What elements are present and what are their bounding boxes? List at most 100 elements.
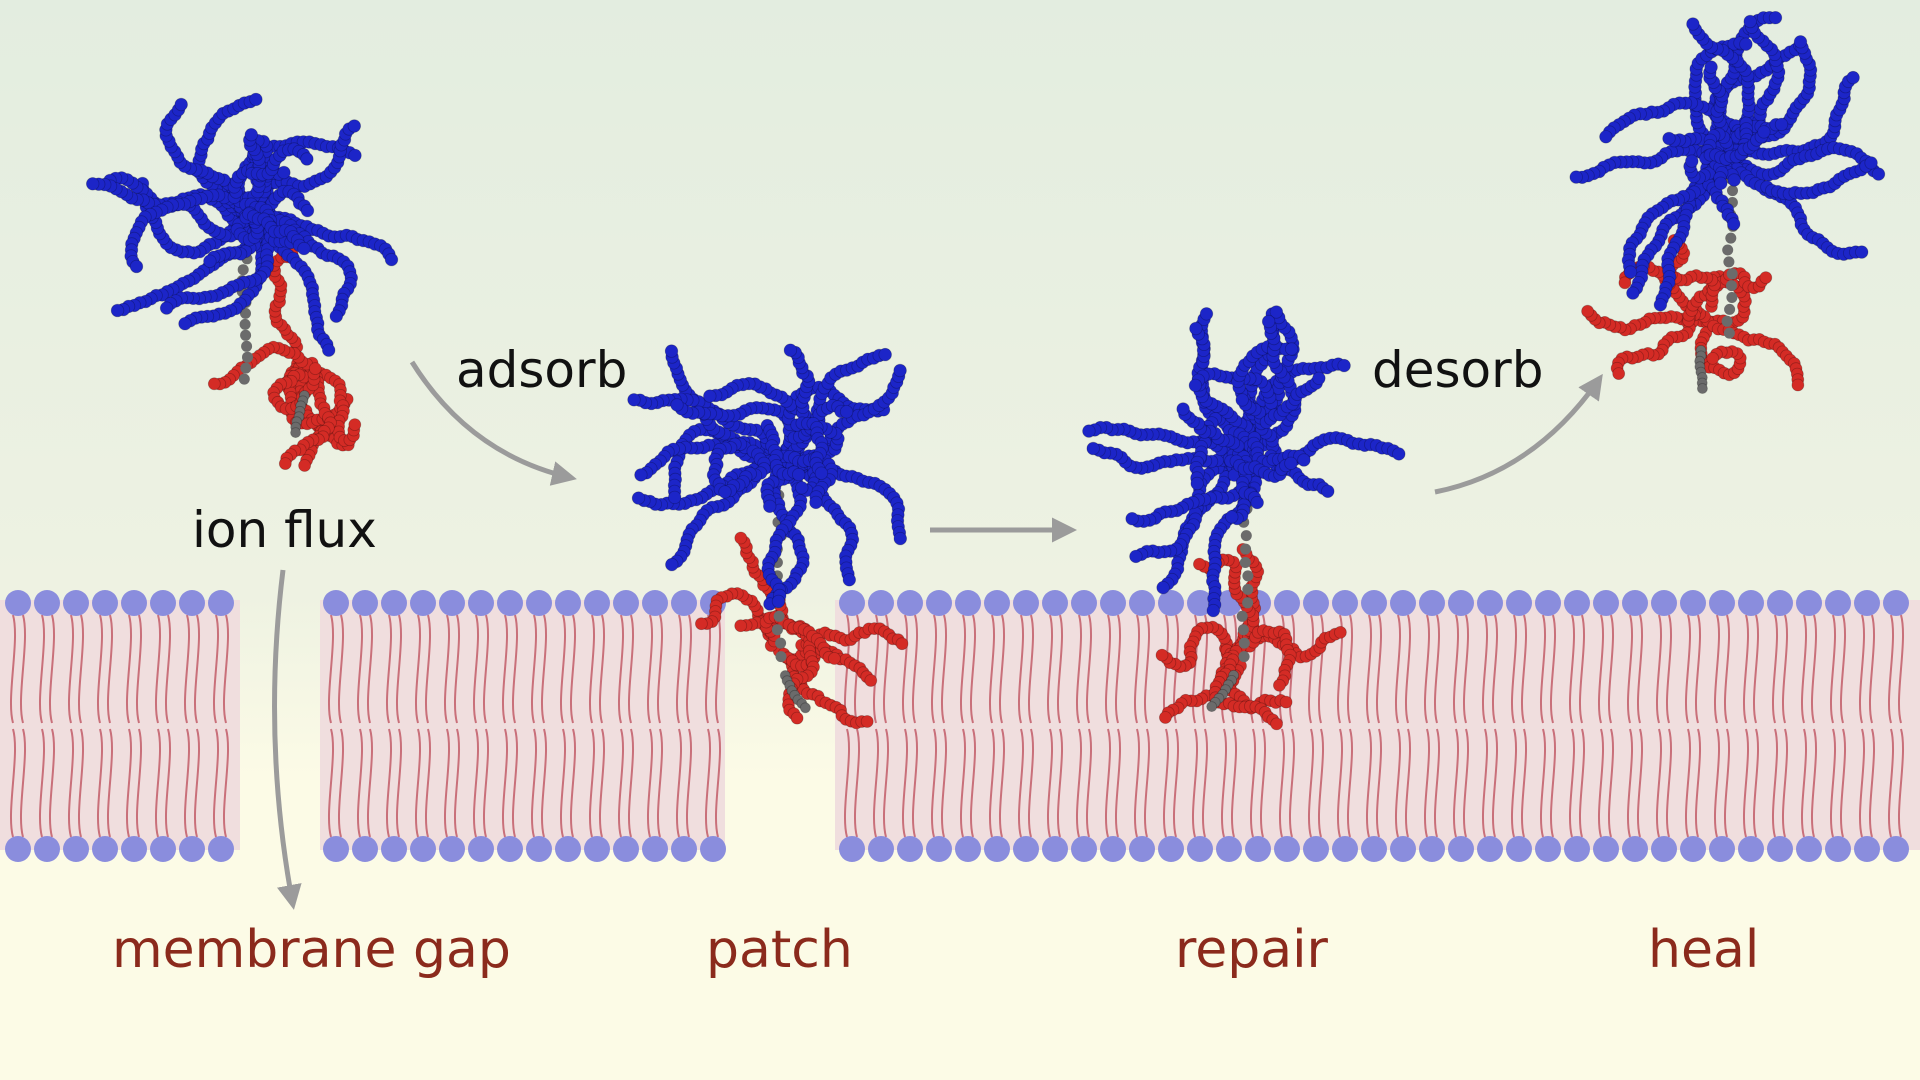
lipid-headgroup [1245, 836, 1271, 862]
lipid-tail [1192, 728, 1198, 838]
lipid-tail [1782, 614, 1788, 724]
lipid-tail [1173, 728, 1179, 838]
lipid-headgroup [1042, 590, 1068, 616]
lipid-tail [78, 614, 84, 724]
lipid-tail [1801, 728, 1807, 838]
lipid-headgroup [926, 836, 952, 862]
lipid-headgroup [121, 836, 147, 862]
lipid-tails [10, 614, 1904, 838]
polymer-molecule-repair [1082, 305, 1406, 731]
lipid-tail [1656, 728, 1662, 838]
lipid-headgroup [984, 836, 1010, 862]
lipid-headgroup [1187, 836, 1213, 862]
lipid-tail [570, 614, 576, 724]
lipid-headgroup [1825, 590, 1851, 616]
lipid-headgroup [1738, 836, 1764, 862]
lipid-tail [1482, 728, 1488, 838]
lipid-tail [715, 728, 721, 838]
desorb-label: desorb [1372, 341, 1544, 399]
lipid-tail [1424, 728, 1430, 838]
lipid-tail [194, 614, 200, 724]
lipid-tail [223, 614, 229, 724]
lipid-tail [1521, 728, 1527, 838]
lipid-tail [1018, 614, 1024, 724]
lipid-tail [367, 728, 373, 838]
lipid-tail [1898, 728, 1904, 838]
lipid-headgroup [926, 590, 952, 616]
lipid-tail [1598, 728, 1604, 838]
lipid-tail [68, 728, 74, 838]
lipid-headgroup [1390, 590, 1416, 616]
lipid-tail [1859, 614, 1865, 724]
lipid-headgroup [1303, 590, 1329, 616]
lipid-tail [628, 728, 634, 838]
lipid-tail [1434, 728, 1440, 838]
lipid-headgroup [410, 836, 436, 862]
lipid-tail [1318, 614, 1324, 724]
lipid-tail [599, 728, 605, 838]
lipid-tail [999, 614, 1005, 724]
lipid-tail [386, 614, 392, 724]
lipid-tail [78, 728, 84, 838]
lipid-tail [10, 728, 16, 838]
lipid-headgroup [1013, 590, 1039, 616]
lipid-tail [328, 728, 334, 838]
lipid-tail [1511, 614, 1517, 724]
lipid-tail [657, 614, 663, 724]
lipid-tail [589, 614, 595, 724]
lipid-tail [97, 728, 103, 838]
lipid-tail [1076, 728, 1082, 838]
lipid-tail [1289, 728, 1295, 838]
lipid-tail [1376, 614, 1382, 724]
lipid-tail [989, 614, 995, 724]
lipid-headgroup [584, 836, 610, 862]
lipid-tail [570, 728, 576, 838]
lipid-tail [512, 728, 518, 838]
lipid-tail [873, 728, 879, 838]
lipid-tail [1492, 728, 1498, 838]
lipid-headgroup [1477, 590, 1503, 616]
lipid-headgroup [1419, 836, 1445, 862]
lipid-tail [931, 614, 937, 724]
lipid-headgroup [1680, 836, 1706, 862]
lipid-tail [126, 614, 132, 724]
lipid-tail [1685, 728, 1691, 838]
polymer-molecule-heal [1569, 11, 1886, 394]
lipid-headgroup [121, 590, 147, 616]
lipid-tail [1221, 728, 1227, 838]
lipid-headgroup [526, 590, 552, 616]
lipid-tail [184, 614, 190, 724]
lipid-tail [1028, 614, 1034, 724]
lipid-headgroup [1390, 836, 1416, 862]
lipid-tail [49, 728, 55, 838]
lipid-tail [1192, 614, 1198, 724]
lipid-headgroup [439, 836, 465, 862]
lipid-headgroup [468, 590, 494, 616]
lipid-tail [454, 728, 460, 838]
lipid-tail [1637, 728, 1643, 838]
lipid-headgroup [839, 836, 865, 862]
lipid-tail [970, 614, 976, 724]
lipid-headgroup [642, 590, 668, 616]
lipid-tail [194, 728, 200, 838]
lipid-tail [425, 614, 431, 724]
lipid-headgroup [1535, 590, 1561, 616]
lipid-headgroup [526, 836, 552, 862]
lipid-headgroup [1158, 590, 1184, 616]
lipid-tail [425, 728, 431, 838]
lipid-tail [1018, 728, 1024, 838]
lipid-headgroup [468, 836, 494, 862]
lipid-tail [107, 614, 113, 724]
lipid-headgroup [1651, 836, 1677, 862]
lipid-headgroup [1274, 836, 1300, 862]
lipid-headgroup [584, 590, 610, 616]
lipid-tail [902, 728, 908, 838]
lipid-tail [902, 614, 908, 724]
lipid-tail [473, 614, 479, 724]
lipid-tail [1695, 614, 1701, 724]
lipid-headgroup [381, 836, 407, 862]
lipid-tail [941, 614, 947, 724]
lipid-tail [1724, 614, 1730, 724]
lipid-headgroup [642, 836, 668, 862]
lipid-tail [541, 614, 547, 724]
